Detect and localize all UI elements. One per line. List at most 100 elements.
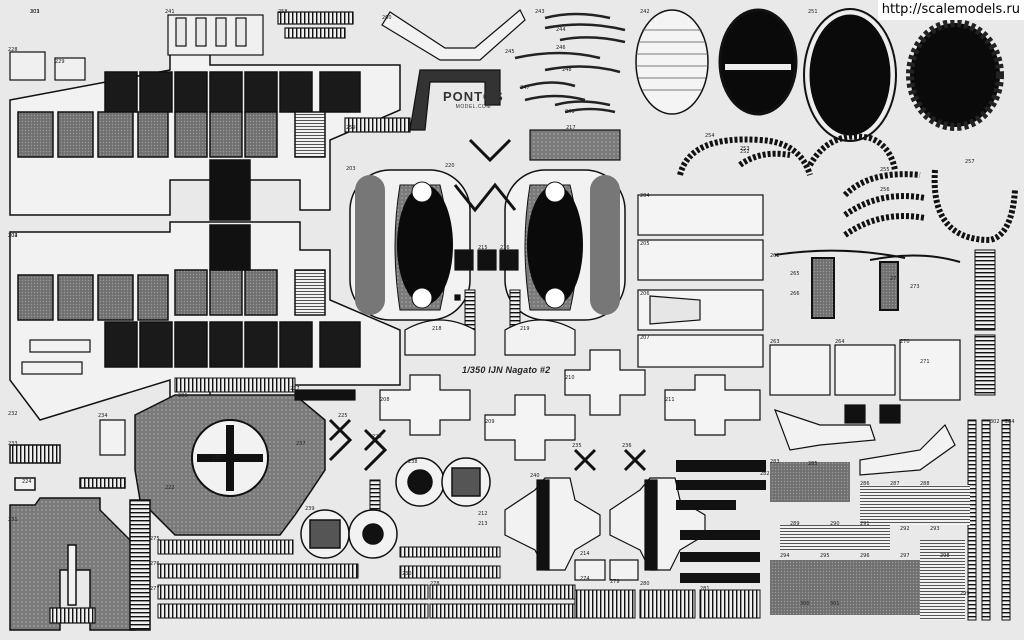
part-number-label: 239 — [305, 506, 315, 512]
part-number-label: 293 — [930, 526, 940, 532]
part-number-label: 291 — [860, 521, 870, 527]
part-number-label: 264 — [835, 339, 845, 345]
fret-title: 1/350 IJN Nagato #2 — [462, 365, 551, 375]
part-number-label: 247 — [520, 85, 530, 91]
part-number-label: 252 — [740, 149, 750, 155]
part-number-label: 204 — [640, 193, 650, 199]
part-number-label: 272 — [890, 276, 900, 282]
central-mesh-frames — [349, 138, 626, 321]
part-number-label: 271 — [920, 359, 930, 365]
part-number-label: 254 — [705, 133, 715, 139]
part-number-label: 278 — [430, 581, 440, 587]
part-number-label: 263 — [770, 339, 780, 345]
part-number-label: 273 — [910, 284, 920, 290]
curved-walkways — [677, 133, 1018, 244]
part-number-label: 248 — [562, 67, 572, 73]
part-number-label: 202 — [8, 233, 18, 239]
part-number-label: 275 — [150, 536, 160, 542]
part-number-label: 260 — [382, 15, 392, 21]
part-number-label: 211 — [665, 397, 675, 403]
part-number-label: 266 — [790, 291, 800, 297]
part-number-label: 222 — [165, 485, 175, 491]
small-brackets-top — [9, 9, 526, 133]
part-number-label: 233 — [8, 441, 18, 447]
curved-rails — [514, 12, 626, 114]
part-number-label: 282 — [760, 471, 770, 477]
part-number-label: 277 — [150, 586, 160, 592]
part-number-label: 283 — [770, 459, 780, 465]
part-number-label: 241 — [165, 9, 175, 15]
part-number-label: 242 — [640, 9, 650, 15]
part-number-label: 240 — [530, 473, 540, 479]
part-number-label: 256 — [880, 187, 890, 193]
part-number-label: 301 — [830, 601, 840, 607]
deck-panel-upper — [9, 39, 401, 221]
brand-logo: PONTOS MODEL.COM — [443, 90, 504, 111]
part-number-label: 288 — [920, 481, 930, 487]
part-number-label: 213 — [478, 521, 488, 527]
part-number-label: 210 — [565, 375, 575, 381]
part-number-label: 227 — [290, 386, 300, 392]
deck-panel-lower — [9, 221, 401, 421]
part-number-label: 217 — [566, 125, 576, 131]
part-number-label: 295 — [820, 553, 830, 559]
part-number-label: 302 — [990, 419, 1000, 425]
part-number-label: 280 — [640, 581, 650, 587]
part-number-label: 285 — [808, 461, 818, 467]
part-number-label: 216 — [500, 245, 510, 251]
part-number-label: 231 — [8, 517, 18, 523]
part-number-label: 218 — [432, 326, 442, 332]
part-number-label: 296 — [860, 553, 870, 559]
oval-parts — [635, 8, 1004, 142]
misc-parts — [21, 129, 956, 624]
part-number-label: 303 — [30, 9, 40, 15]
part-number-label: 225 — [338, 413, 348, 419]
part-number-label: 205 — [640, 241, 650, 247]
part-number-label: 289 — [790, 521, 800, 527]
part-number-label: 232 — [8, 411, 18, 417]
right-panels — [637, 194, 961, 401]
part-number-label: 304 — [8, 233, 18, 239]
part-number-label: 206 — [640, 291, 650, 297]
part-number-label: 220 — [445, 163, 455, 169]
part-number-label: 270 — [900, 339, 910, 345]
part-number-label: 224 — [22, 479, 32, 485]
part-number-label: 286 — [860, 481, 870, 487]
part-number-label: 300 — [800, 601, 810, 607]
part-number-label: 258 — [278, 9, 288, 15]
part-number-label: 235 — [572, 443, 582, 449]
bracket-array — [676, 460, 970, 620]
part-number-label: 203 — [346, 166, 356, 172]
part-number-label: 281 — [700, 586, 710, 592]
part-number-label: 223 — [212, 455, 222, 461]
turret-base — [134, 377, 326, 536]
part-number-label: 219 — [520, 326, 530, 332]
part-number-label: 299 — [960, 591, 970, 597]
part-number-label: 236 — [622, 443, 632, 449]
x-frames — [504, 477, 706, 571]
part-number-label: 294 — [780, 553, 790, 559]
part-number-label: 238 — [408, 459, 418, 465]
part-number-label: 297 — [900, 553, 910, 559]
round-parts — [300, 457, 491, 559]
hull-plate — [9, 444, 151, 631]
truss-frames — [774, 249, 961, 319]
part-number-label: 251 — [808, 9, 818, 15]
part-number-label: 228 — [8, 47, 18, 53]
part-number-label: 284 — [1005, 419, 1015, 425]
part-number-label: 244 — [556, 27, 566, 33]
part-number-label: 215 — [478, 245, 488, 251]
watermark-link[interactable]: http://scalemodels.ru — [877, 0, 1024, 20]
part-number-label: 249 — [565, 109, 575, 115]
long-strips — [157, 539, 761, 619]
part-number-label: 212 — [478, 511, 488, 517]
part-number-label: 237 — [296, 441, 306, 447]
part-number-label: 234 — [98, 413, 108, 419]
part-number-label: 245 — [505, 49, 515, 55]
part-number-label: 257 — [965, 159, 975, 165]
part-number-label: 243 — [535, 9, 545, 15]
part-number-label: 298 — [940, 553, 950, 559]
part-number-label: 229 — [55, 59, 65, 65]
